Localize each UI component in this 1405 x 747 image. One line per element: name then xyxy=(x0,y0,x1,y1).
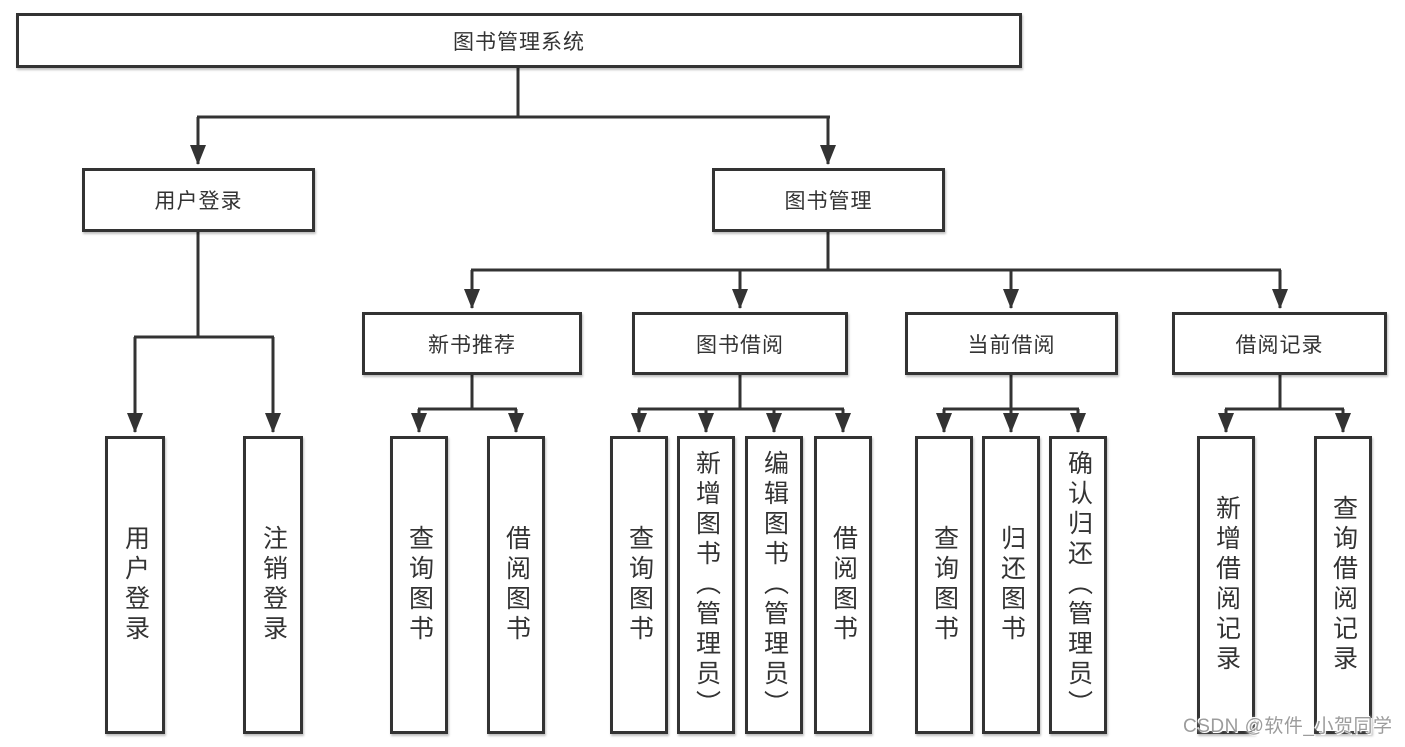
node-cb-return-book: 归还图书 xyxy=(982,436,1040,734)
node-book-mgmt-branch: 图书管理 xyxy=(712,168,945,232)
node-bb-add-book: 新增图书（管理员） xyxy=(677,436,735,734)
node-bb-borrow-book: 借阅图书 xyxy=(814,436,872,734)
node-current-borrow: 当前借阅 xyxy=(905,312,1118,375)
node-book-borrow: 图书借阅 xyxy=(632,312,848,375)
node-cb-confirm-return: 确认归还（管理员） xyxy=(1049,436,1107,734)
node-nb-borrow-book: 借阅图书 xyxy=(487,436,545,734)
node-cb-query-book: 查询图书 xyxy=(915,436,973,734)
node-bb-query-book: 查询图书 xyxy=(610,436,668,734)
node-borrow-record: 借阅记录 xyxy=(1172,312,1387,375)
node-leaf-user-login: 用户登录 xyxy=(105,436,165,734)
node-br-add-record: 新增借阅记录 xyxy=(1197,436,1255,734)
node-bb-edit-book: 编辑图书（管理员） xyxy=(745,436,803,734)
node-new-book-rec: 新书推荐 xyxy=(362,312,582,375)
node-br-query-record: 查询借阅记录 xyxy=(1314,436,1372,734)
node-leaf-logout: 注销登录 xyxy=(243,436,303,734)
node-root: 图书管理系统 xyxy=(16,13,1022,68)
node-nb-query-book: 查询图书 xyxy=(390,436,448,734)
csdn-watermark: CSDN @软件_小贺同学 xyxy=(1183,716,1393,737)
node-user-login-branch: 用户登录 xyxy=(82,168,315,232)
